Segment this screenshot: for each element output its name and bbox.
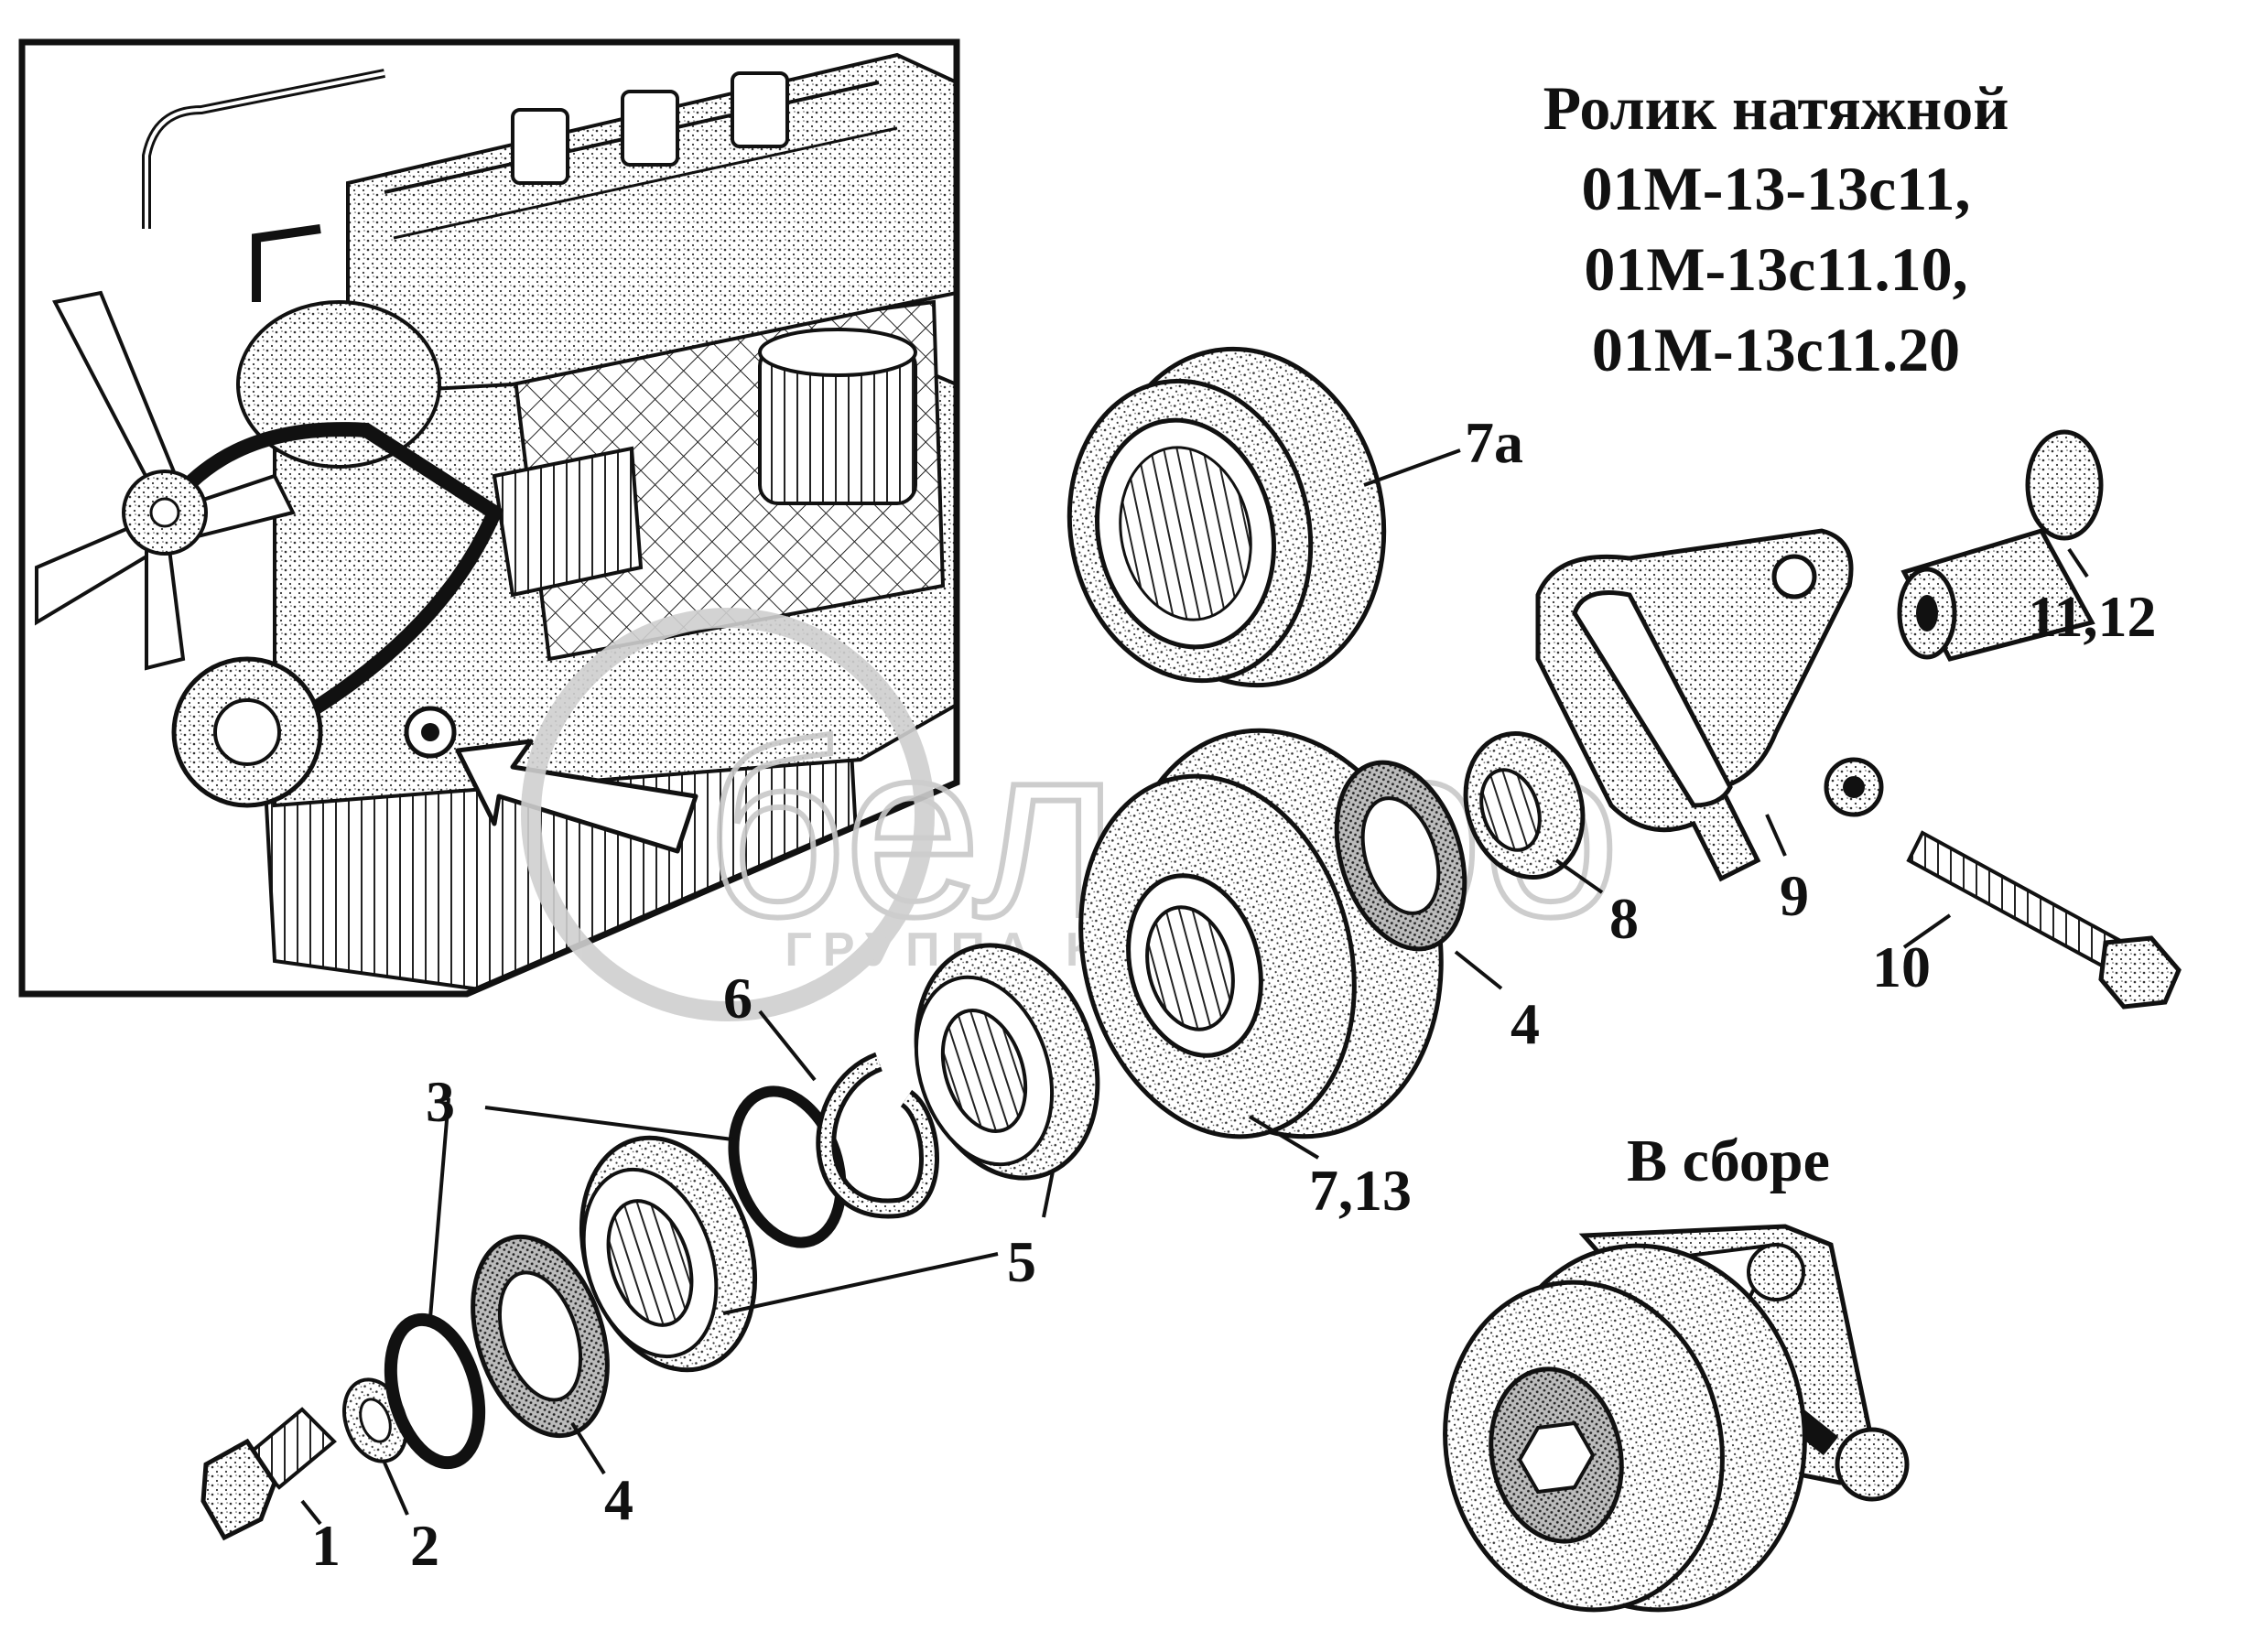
engine-inset: [18, 38, 960, 998]
part-bearing-front: [579, 1135, 758, 1373]
engine-illustration: [35, 52, 957, 994]
callout-11-12: 11,12: [2028, 584, 2156, 649]
part-axle: [1897, 429, 2104, 662]
inset-frame: [18, 38, 960, 998]
part-seal-rear: [1334, 760, 1467, 952]
callout-3: 3: [426, 1069, 455, 1134]
part-ring-small: [384, 1312, 486, 1470]
fan-icon: [35, 290, 296, 671]
part-bracket: [1535, 528, 1884, 882]
part-retaining-ring: [816, 1052, 939, 1219]
callout-2: 2: [410, 1513, 439, 1578]
callout-4-front: 4: [604, 1467, 633, 1532]
callout-7a: 7а: [1465, 410, 1523, 475]
title-line-4: 01М-13с11.20: [1591, 315, 1961, 384]
callout-6: 6: [723, 966, 753, 1031]
callout-8: 8: [1609, 886, 1639, 951]
part-bushing: [1463, 731, 1586, 880]
callout-5: 5: [1007, 1229, 1036, 1294]
title-line-3: 01М-13с11.10,: [1584, 234, 1968, 304]
callout-4-rear: 4: [1510, 991, 1540, 1056]
leader-lines: [300, 448, 2089, 1526]
callout-9: 9: [1780, 863, 1809, 928]
callout-labels: 1 2 3 4 5 6 7,13 7а 4 8 9 10 11,12: [311, 410, 2156, 1578]
assembly-label: В сборе: [1627, 1128, 1830, 1194]
title-line-2: 01М-13-13с11,: [1581, 154, 1971, 223]
part-long-bolt: [1906, 830, 2182, 1010]
part-pulley-alt: [1067, 346, 1387, 688]
part-seal-front: [471, 1234, 610, 1439]
location-arrow-icon: [455, 739, 698, 854]
callout-7-13: 7,13: [1309, 1158, 1412, 1223]
assembled-view: [1443, 1224, 1910, 1613]
callout-10: 10: [1872, 934, 1931, 999]
part-bolt: [200, 1407, 337, 1541]
part-bearing-rear: [914, 943, 1100, 1181]
callout-1: 1: [311, 1513, 341, 1578]
title-line-1: Ролик натяжной: [1543, 73, 2009, 143]
